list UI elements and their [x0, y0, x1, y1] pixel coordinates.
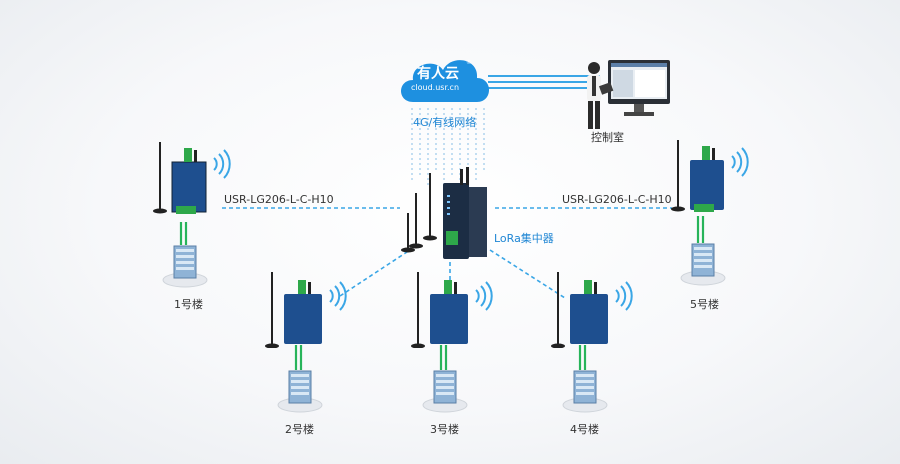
network-signal-lines — [411, 108, 485, 190]
lora-device-icon-1 — [153, 142, 231, 214]
control-room-label: 控制室 — [591, 131, 624, 144]
building-label-4: 4号楼 — [570, 423, 599, 436]
building-label-1: 1号楼 — [174, 298, 203, 311]
building-label-5: 5号楼 — [690, 298, 719, 311]
building-label-3: 3号楼 — [430, 423, 459, 436]
lora-concentrator-icon — [401, 167, 487, 259]
control-room-icon — [587, 60, 670, 129]
lora-device-icon-3 — [411, 272, 493, 348]
network-label: 4G/有线网络 — [413, 116, 477, 129]
building-icon-2 — [277, 370, 323, 413]
cloud-icon — [401, 60, 489, 102]
building-icon-1 — [162, 245, 208, 288]
building-icon-5 — [680, 243, 726, 286]
lora-device-icon-5 — [671, 140, 749, 212]
link-building-4 — [489, 249, 566, 299]
building-icon-4 — [562, 370, 608, 413]
device-label-right: USR-LG206-L-C-H10 — [562, 193, 672, 206]
lora-device-icon-4 — [551, 272, 633, 348]
cloud-subtitle: cloud.usr.cn — [411, 83, 460, 92]
building-label-2: 2号楼 — [285, 423, 314, 436]
device-label-left: USR-LG206-L-C-H10 — [224, 193, 334, 206]
building-icon-3 — [422, 370, 468, 413]
lora-device-icon-2 — [265, 272, 347, 348]
concentrator-label: LoRa集中器 — [494, 232, 554, 245]
cloud-title: 有人云 — [417, 66, 459, 82]
registered-mark: ® — [466, 59, 472, 66]
